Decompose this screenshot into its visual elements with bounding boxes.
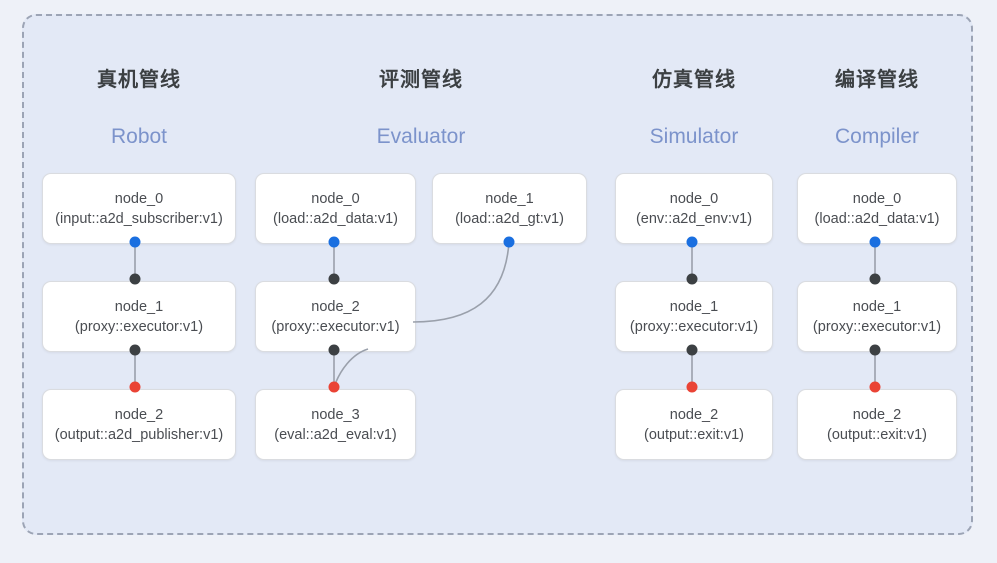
node-name: node_2	[852, 406, 902, 423]
node-name: node_0	[114, 190, 164, 207]
node-name: node_3	[311, 406, 360, 423]
node-type: (output::a2d_publisher:v1)	[54, 426, 224, 443]
node-type: (eval::a2d_eval:v1)	[274, 426, 397, 443]
node-box[interactable]: node_2 (proxy::executor:v1)	[255, 281, 416, 352]
column-title-evaluator: 评测管线	[379, 69, 463, 91]
node-box[interactable]: node_2 (output::a2d_publisher:v1)	[42, 389, 236, 460]
pipeline-columns: 真机管线 Robot node_0 (input::a2d_subscriber…	[24, 16, 971, 533]
node-box[interactable]: node_0 (load::a2d_data:v1)	[255, 173, 416, 244]
node-name: node_1	[114, 298, 164, 315]
column-subtitle-robot: Robot	[110, 125, 168, 148]
pipeline-column-simulator: 仿真管线 Simulator node_0 (env::a2d_env:v1) …	[615, 16, 773, 533]
node-name: node_0	[852, 190, 902, 207]
column-subtitle-evaluator: Evaluator	[376, 125, 466, 148]
node-name: node_2	[669, 406, 719, 423]
node-name: node_2	[311, 298, 360, 315]
pipeline-column-robot: 真机管线 Robot node_0 (input::a2d_subscriber…	[42, 16, 236, 533]
node-box[interactable]: node_0 (env::a2d_env:v1)	[615, 173, 773, 244]
node-type: (load::a2d_data:v1)	[814, 210, 940, 227]
node-name: node_0	[311, 190, 360, 207]
node-type: (load::a2d_gt:v1)	[455, 210, 564, 227]
node-type: (input::a2d_subscriber:v1)	[55, 210, 223, 227]
node-box[interactable]: node_2 (output::exit:v1)	[797, 389, 957, 460]
column-title-simulator: 仿真管线	[652, 69, 736, 91]
node-box[interactable]: node_1 (proxy::executor:v1)	[42, 281, 236, 352]
node-type: (proxy::executor:v1)	[74, 318, 204, 335]
node-type: (proxy::executor:v1)	[629, 318, 759, 335]
node-type: (output::exit:v1)	[644, 426, 744, 443]
node-type: (proxy::executor:v1)	[271, 318, 400, 335]
node-box[interactable]: node_1 (load::a2d_gt:v1)	[432, 173, 587, 244]
node-type: (load::a2d_data:v1)	[273, 210, 398, 227]
column-subtitle-compiler: Compiler	[834, 125, 920, 148]
node-name: node_1	[485, 190, 534, 207]
node-name: node_1	[852, 298, 902, 315]
column-title-robot: 真机管线	[97, 69, 181, 91]
node-type: (proxy::executor:v1)	[812, 318, 942, 335]
node-name: node_2	[114, 406, 164, 423]
node-box[interactable]: node_1 (proxy::executor:v1)	[615, 281, 773, 352]
pipeline-group-container: 真机管线 Robot node_0 (input::a2d_subscriber…	[22, 14, 973, 535]
node-box[interactable]: node_2 (output::exit:v1)	[615, 389, 773, 460]
node-name: node_0	[669, 190, 719, 207]
node-box[interactable]: node_0 (load::a2d_data:v1)	[797, 173, 957, 244]
column-subtitle-simulator: Simulator	[649, 125, 739, 148]
node-type: (output::exit:v1)	[827, 426, 927, 443]
node-name: node_1	[669, 298, 719, 315]
node-box[interactable]: node_0 (input::a2d_subscriber:v1)	[42, 173, 236, 244]
pipeline-column-evaluator: 评测管线 Evaluator node_0 (load::a2d_data:v1…	[255, 16, 587, 533]
column-title-compiler: 编译管线	[835, 69, 919, 91]
node-box[interactable]: node_3 (eval::a2d_eval:v1)	[255, 389, 416, 460]
pipeline-column-compiler: 编译管线 Compiler node_0 (load::a2d_data:v1)…	[797, 16, 957, 533]
node-type: (env::a2d_env:v1)	[635, 210, 753, 227]
node-box[interactable]: node_1 (proxy::executor:v1)	[797, 281, 957, 352]
